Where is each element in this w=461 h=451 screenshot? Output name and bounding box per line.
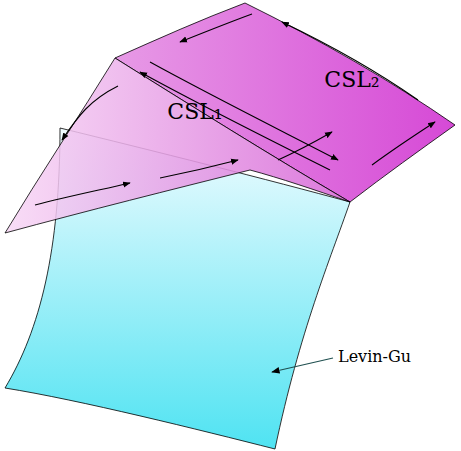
leader-line: [272, 358, 333, 372]
csl1-sheet: [5, 58, 350, 233]
sheet-label: Levin-Gu: [338, 349, 411, 365]
edge-arrows: [35, 14, 435, 205]
region-label: CSL₂: [324, 69, 379, 91]
region-label: CSL₁: [167, 101, 222, 123]
